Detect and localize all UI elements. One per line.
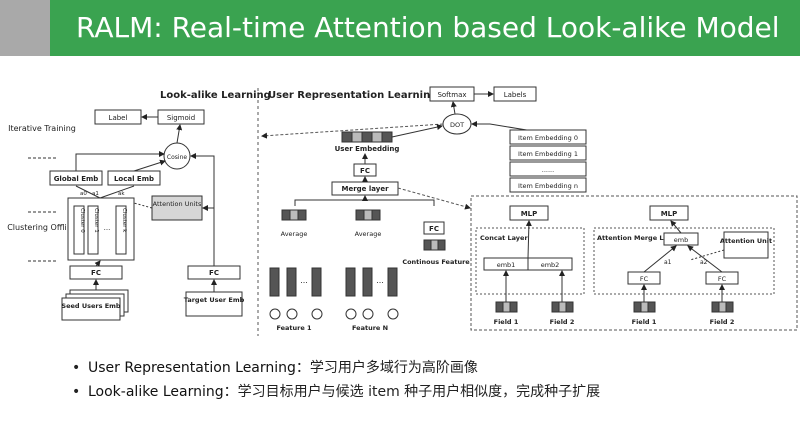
slide-title: RALM: Real-time Attention based Look-ali… [76,11,780,44]
seed-users-box [61,297,121,321]
merge-layer-text: Merge layer [341,185,389,193]
weight-ak: ak [118,191,125,197]
bullet-dot: • [72,360,81,376]
continuous-feature-text: Continous Feature [402,258,470,266]
feature-n-text: Feature N [352,324,388,332]
seed-users-text: Seed Users Emb [61,302,121,310]
iterative-training-text: Iterative Training [8,124,76,133]
attn-mlp-box [649,205,689,221]
user-representation-panel: User Representation Learning Softmax Lab… [261,86,798,332]
concat-field1: Field 1 [494,318,519,326]
attention-units-text: Attention Units [153,200,202,208]
fc-right-text: FC [209,269,219,277]
cosine-text: Cosine [167,154,187,161]
avg-vector-n [355,209,381,221]
concat-emb1: emb1 [497,261,516,269]
attn-mlp-text: MLP [661,210,678,218]
title-bar: RALM: Real-time Attention based Look-ali… [0,0,800,56]
average-n-text: Average [355,230,382,238]
attn-title: Attention Merge Layer [597,234,680,242]
target-user-label: Target User Emb [184,296,245,304]
softmax-text: Softmax [437,91,466,99]
cluster-1: Cluster 1 [93,208,99,233]
ralm-diagram: Look-alike Learning Iterative Training C… [7,86,798,336]
iterative-training-label: Iterative Training [8,124,76,133]
labels-text: Labels [504,91,527,99]
bullet-look-alike: • Look-alike Learning：学习目标用户与候选 item 种子用… [72,380,600,404]
fc-left-text: FC [91,269,101,277]
fc-cont-text: FC [429,225,439,233]
concat-emb2: emb2 [541,261,560,269]
item-embedding-n: Item Embedding n [518,182,578,190]
cluster-k: Cluster k [121,208,127,233]
label-text: Label [109,114,128,122]
fc-cont-box [423,221,445,235]
concat-field2: Field 2 [550,318,575,326]
attn-a2: a2 [700,259,708,266]
feature-1-ellipsis: ... [300,276,308,285]
bullet-user-representation: • User Representation Learning：学习用户多域行为高… [72,356,600,380]
global-emb-text: Global Emb [54,175,99,183]
cluster-dots: ... [104,224,111,232]
item-embedding-dots: ...... [542,166,554,174]
attn-fc2: FC [718,275,727,283]
look-alike-heading: Look-alike Learning [160,90,271,101]
concat-mlp-box [509,205,549,221]
average-1-text: Average [281,230,308,238]
cont-vector [423,239,446,251]
concat-mlp-text: MLP [521,210,538,218]
concat-title: Concat Layer [480,234,528,242]
local-emb-text: Local Emb [114,175,154,183]
dot-text: DOT [450,121,464,129]
field-merge-options [470,195,798,331]
attn-field1: Field 1 [632,318,657,326]
attn-unit: Attention Unit [720,237,772,245]
title-accent [0,0,50,56]
user-rep-heading: User Representation Learning [268,90,437,101]
bullet-desc: ：学习用户多域行为高阶画像 [295,360,478,376]
user-embedding-text: User Embedding [335,145,400,153]
bullet-term: User Representation Learning [88,360,296,376]
fc-top-text: FC [360,167,370,175]
item-embeddings: Item Embedding 0 Item Embedding 1 ......… [509,129,587,193]
attn-field2: Field 2 [710,318,735,326]
feature-1-columns: ... [269,267,323,320]
attention-merge-box: MLP Attention Merge Layer emb Attention … [593,205,775,326]
bullet-desc: ：学习目标用户与候选 item 种子用户相似度，完成种子扩展 [223,384,601,400]
attn-emb: emb [674,236,688,244]
concat-box: MLP Concat Layer emb1 emb2 Field 1 Field… [475,205,585,326]
labels-box [493,86,537,102]
feature-n-ellipsis: ... [376,276,384,285]
sigmoid-text: Sigmoid [167,114,195,122]
bullet-list: • User Representation Learning：学习用户多域行为高… [72,356,600,404]
target-user-box [185,291,243,317]
item-embedding-1: Item Embedding 1 [518,150,578,158]
avg-vector-1 [281,209,307,221]
bullet-dot: • [72,384,81,400]
attn-fc1: FC [640,275,649,283]
clustering-offline-label: Clustering Offline [7,223,77,232]
clustering-offline-text: Clustering Offline [7,223,77,232]
weight-a1: a1 [92,191,99,197]
seed-users-label: Seed Users Emb [61,302,121,310]
item-embedding-0: Item Embedding 0 [518,134,578,142]
bullet-term: Look-alike Learning [88,384,224,400]
weight-a0: a0 [80,191,87,197]
feature-1-text: Feature 1 [276,324,312,332]
target-user-text: Target User Emb [184,296,245,304]
feature-n-columns: ... [345,267,399,320]
attention-units-box [151,195,203,221]
attn-a1: a1 [664,259,672,266]
cluster-0: Cluster 0 [79,208,85,233]
look-alike-panel: Look-alike Learning Iterative Training C… [7,90,271,321]
attention-units-label: Attention Units [153,200,202,208]
cluster-columns: Cluster 0 Cluster 1 ... Cluster k [73,205,127,255]
user-embedding-vector [341,131,393,143]
